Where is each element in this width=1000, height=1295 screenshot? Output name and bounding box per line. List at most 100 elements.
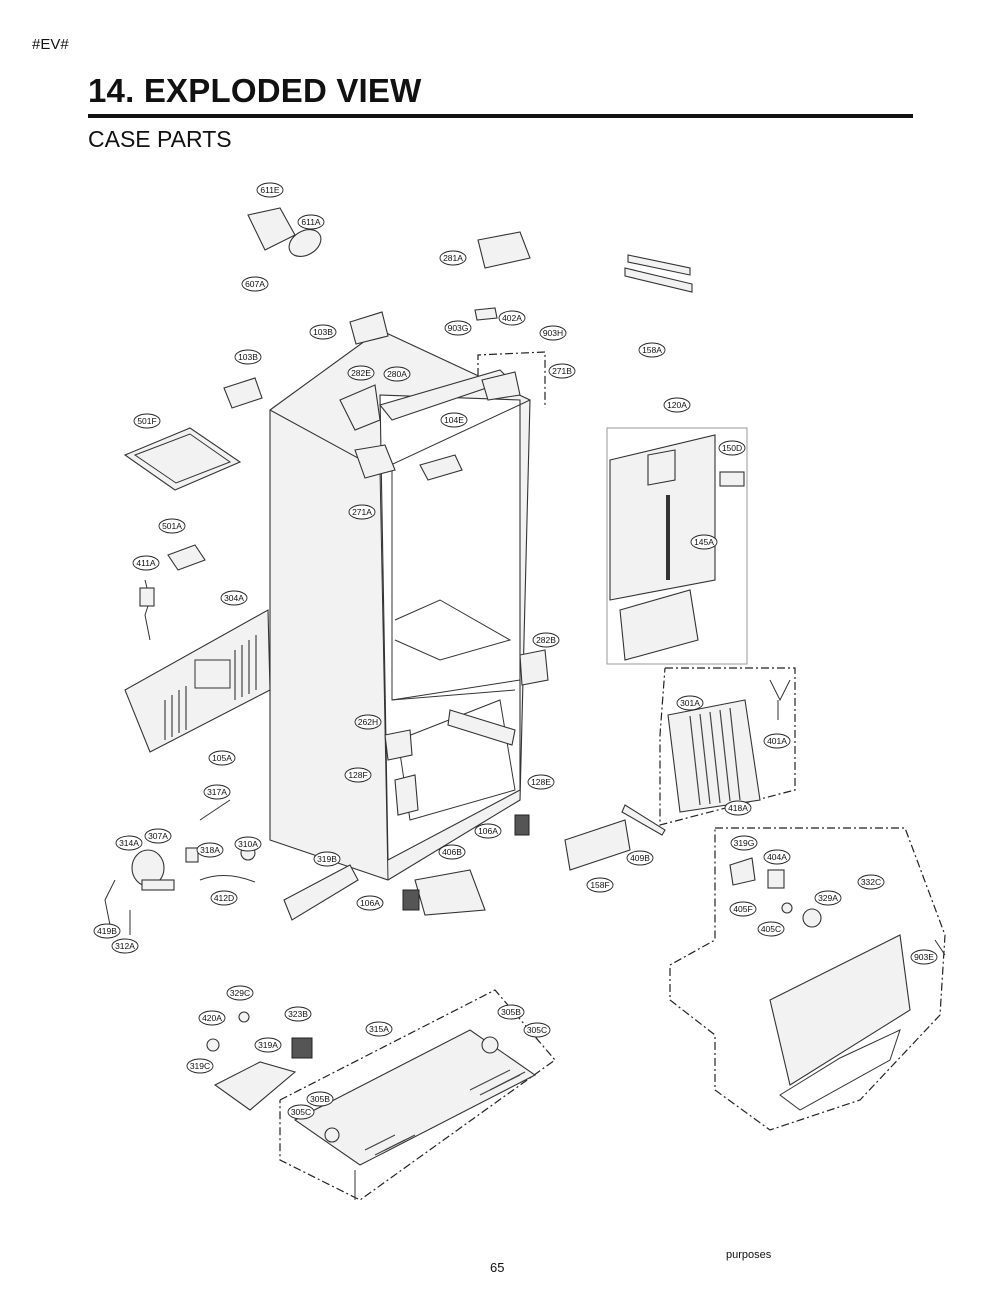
part-callout-text: 312A [115, 941, 135, 951]
part-callout: 319A [254, 1037, 282, 1053]
part-callout-text: 903H [543, 328, 563, 338]
part-callout: 282E [347, 365, 375, 381]
part-callout-text: 405F [733, 904, 752, 914]
part-callout: 409B [626, 850, 654, 866]
part-callout-text: 103B [238, 352, 258, 362]
part-callout: 402A [498, 310, 526, 326]
part-callout-text: 310A [238, 839, 258, 849]
part-callout: 103B [309, 324, 337, 340]
part-callout-text: 158F [590, 880, 609, 890]
part-callout-text: 314A [119, 838, 139, 848]
part-callout-text: 317A [207, 787, 227, 797]
part-callout: 332C [857, 874, 885, 890]
refrigerator-cabinet [269, 329, 549, 881]
part-callout-text: 412D [214, 893, 234, 903]
part-callout: 305B [306, 1091, 334, 1107]
part-callout-text: 282E [351, 368, 371, 378]
part-callout-text: 106A [360, 898, 380, 908]
part-callout: 271A [348, 504, 376, 520]
part-callout-text: 305C [527, 1025, 547, 1035]
part-callout: 103B [234, 349, 262, 365]
left-parts [104, 207, 389, 935]
part-callout: 315A [365, 1021, 393, 1037]
part-callout-text: 103B [313, 327, 333, 337]
title-rule [88, 114, 913, 118]
part-callout-text: 332C [861, 877, 881, 887]
part-callout: 314A [115, 835, 143, 851]
part-callout: 318A [196, 842, 224, 858]
part-callout: 305C [523, 1022, 551, 1038]
part-callout-text: 305B [501, 1007, 521, 1017]
part-callout-text: 281A [443, 253, 463, 263]
part-callout: 307A [144, 828, 172, 844]
part-callout: 305B [497, 1004, 525, 1020]
part-callout-text: 405C [761, 924, 781, 934]
document-tag: #EV# [32, 36, 69, 53]
part-callout: 158F [586, 877, 614, 893]
part-callout-text: 315A [369, 1024, 389, 1034]
part-callout: 329C [226, 985, 254, 1001]
part-callout: 401A [763, 733, 791, 749]
part-callout: 319C [186, 1058, 214, 1074]
part-callout-text: 418A [728, 803, 748, 813]
part-callout-labels: 611E 611A 281A 607A 103B 402A 903G 903H 158A 103B… [93, 182, 938, 1120]
page-title: 14. EXPLODED VIEW [88, 72, 422, 109]
part-callout: 317A [203, 784, 231, 800]
part-callout: 106A [474, 823, 502, 839]
part-callout: 418A [724, 800, 752, 816]
right-parts [474, 231, 946, 1111]
part-callout-text: 607A [245, 279, 265, 289]
part-callout: 304A [220, 590, 248, 606]
part-callout-text: 329A [818, 893, 838, 903]
part-callout: 405F [729, 901, 757, 917]
part-callout-text: 420A [202, 1013, 222, 1023]
footer-note: purposes [726, 1249, 772, 1261]
part-callout-text: 419B [97, 926, 117, 936]
part-callout-text: 305B [310, 1094, 330, 1104]
part-callout: 607A [241, 276, 269, 292]
part-callout-text: 611A [301, 217, 321, 227]
part-callout: 405C [757, 921, 785, 937]
part-callout-text: 262H [358, 717, 378, 727]
part-callout: 406B [438, 844, 466, 860]
part-callout-text: 128E [531, 777, 551, 787]
part-callout-text: 411A [136, 558, 156, 568]
part-callout-text: 128F [348, 770, 367, 780]
part-callout-text: 301A [680, 698, 700, 708]
part-callout-text: 501F [137, 416, 156, 426]
part-callout-text: 903G [448, 323, 469, 333]
part-callout: 120A [663, 397, 691, 413]
part-callout: 903H [539, 325, 567, 341]
part-callout: 281A [439, 250, 467, 266]
part-callout: 128E [527, 774, 555, 790]
part-callout: 301A [676, 695, 704, 711]
part-callout-text: 402A [502, 313, 522, 323]
part-callout-text: 319C [190, 1061, 210, 1071]
part-callout: 305C [287, 1104, 315, 1120]
part-callout: 106A [356, 895, 384, 911]
part-callout-text: 406B [442, 847, 462, 857]
part-callout: 312A [111, 938, 139, 954]
part-callout-text: 280A [387, 369, 407, 379]
part-callout-text: 105A [212, 753, 232, 763]
part-callout: 903G [444, 320, 472, 336]
part-callout: 150D [718, 440, 746, 456]
part-callout: 158A [638, 342, 666, 358]
part-callout-text: 319B [317, 854, 337, 864]
part-callout: 404A [763, 849, 791, 865]
part-callout-text: 271A [352, 507, 372, 517]
part-callout: 412D [210, 890, 238, 906]
part-callout: 329A [814, 890, 842, 906]
part-callout: 903E [910, 949, 938, 965]
part-callout-text: 106A [478, 826, 498, 836]
part-callout: 420A [198, 1010, 226, 1026]
part-callout: 271B [548, 363, 576, 379]
part-callout-text: 401A [767, 736, 787, 746]
part-callout-text: 611E [260, 185, 280, 195]
part-callout: 310A [234, 836, 262, 852]
bottom-parts [206, 814, 537, 1200]
part-callout: 319G [730, 835, 758, 851]
part-callout-text: 120A [667, 400, 687, 410]
part-callout: 411A [132, 555, 160, 571]
part-callout-text: 409B [630, 853, 650, 863]
